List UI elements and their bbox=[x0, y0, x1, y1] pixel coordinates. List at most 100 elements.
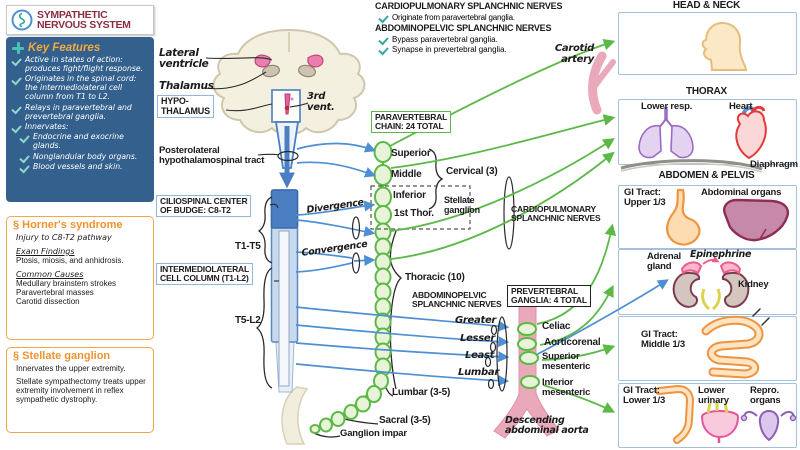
label-t5-l2: T5-L2 bbox=[235, 315, 261, 326]
hypothalamus-outline bbox=[271, 89, 301, 123]
spinal-cord-icon bbox=[270, 189, 299, 393]
label-adrenal-gland: Adrenal gland bbox=[647, 251, 681, 273]
horners-cause: Paravertebral masses bbox=[16, 287, 94, 297]
lateral-ventricle-icon bbox=[307, 54, 324, 68]
label-carotid-artery: Carotid artery bbox=[554, 43, 594, 65]
superior-mesenteric-ganglion-icon bbox=[519, 351, 539, 365]
abdo-nerves-point: Synapse in prevertebral ganglia. bbox=[378, 44, 507, 56]
horners-findings: Ptosis, miosis, and anhidrosis. bbox=[16, 255, 124, 265]
medical-cross-icon bbox=[12, 42, 24, 54]
label-cervical-count: Cervical (3) bbox=[446, 166, 498, 177]
cardio-nerves-point: Originate from paravertebral ganglia. bbox=[378, 12, 515, 24]
label-head-neck: HEAD & NECK bbox=[672, 0, 741, 11]
label-kidney: Kidney bbox=[738, 279, 769, 290]
label-inferior-ganglion: Inferior bbox=[393, 190, 426, 201]
label-first-thoracic-ganglion: 1st Thor. bbox=[394, 208, 434, 219]
brain-icon bbox=[212, 29, 366, 135]
check-icon bbox=[11, 55, 22, 67]
intermediolateral-column bbox=[278, 230, 290, 387]
label-diaphragm: Diaphragm bbox=[750, 159, 798, 170]
cardio-nerves-title: CARDIOPULMONARY SPLANCHNIC NERVES bbox=[375, 1, 563, 11]
label-thorax: THORAX bbox=[685, 86, 728, 97]
prevertebral-ganglia-icons bbox=[517, 322, 540, 389]
horners-cause: Carotid dissection bbox=[16, 296, 80, 306]
abdo-nerves-point: Bypass paravertebral ganglia. bbox=[378, 34, 498, 46]
label-lumbar-splanchnic: Lumbar bbox=[458, 367, 499, 378]
horners-syndrome-panel: §Horner's syndrome Injury to C8-T2 pathw… bbox=[6, 216, 154, 340]
key-features-panel: Key Features Active in states of action:… bbox=[6, 37, 154, 202]
section-mark-icon: § bbox=[13, 219, 20, 231]
label-lower-urinary: Lower urinary bbox=[698, 385, 729, 407]
third-ventricle-icon bbox=[284, 93, 291, 115]
section-mark-icon: § bbox=[13, 350, 20, 362]
horners-cause: Medullary brainstem strokes bbox=[16, 278, 117, 288]
label-ciliospinal-center: CILIOSPINAL CENTER OF BUDGE: C8-T2 bbox=[156, 195, 252, 217]
label-thalamus: Thalamus bbox=[159, 80, 214, 92]
label-third-ventricle: 3rd vent. bbox=[307, 91, 335, 113]
label-gi-middle: GI Tract: Middle 1/3 bbox=[641, 329, 685, 351]
brainstem-funnel bbox=[274, 121, 300, 169]
label-aorticorenal: Aorticorenal bbox=[544, 337, 601, 348]
label-abdominopelvic-nerves: ABDOMINOPELVIC SPLANCHNIC NERVES bbox=[412, 290, 502, 309]
label-repro-organs: Repro. organs bbox=[750, 385, 781, 407]
label-heart: Heart bbox=[729, 101, 753, 112]
abdo-nerves-title: ABDOMINOPELVIC SPLANCHNIC NERVES bbox=[375, 23, 552, 33]
check-icon bbox=[378, 12, 389, 24]
check-icon bbox=[19, 162, 30, 174]
label-t1-t5: T1-T5 bbox=[235, 241, 261, 252]
label-lower-resp: Lower resp. bbox=[641, 101, 693, 112]
head-neck-box bbox=[618, 12, 797, 75]
aorticorenal-ganglion-icon bbox=[517, 337, 537, 351]
nervous-system-logo-icon bbox=[11, 9, 33, 31]
label-abdominal-organs: Abdominal organs bbox=[701, 187, 782, 198]
thalamus-icon bbox=[262, 64, 280, 78]
key-feature-item: Relays in paravertebral and prevertebral… bbox=[11, 103, 148, 122]
label-cardiopulmonary-nerves: CARDIOPULMONARY SPLANCHNIC NERVES bbox=[511, 204, 601, 223]
label-intermediolateral-column: INTERMEDIOLATERAL CELL COLUMN (T1-L2) bbox=[156, 263, 253, 285]
thalamus-icon bbox=[298, 64, 316, 78]
key-features-heading: Key Features bbox=[12, 42, 148, 54]
label-superior-ganglion: Superior bbox=[391, 148, 431, 159]
label-thoracic-count: Thoracic (10) bbox=[405, 272, 465, 283]
blue-nerve-arrows bbox=[295, 142, 669, 387]
horners-heading: §Horner's syndrome bbox=[13, 219, 123, 231]
check-icon bbox=[19, 133, 30, 144]
label-descending-aorta: Descending abdominal aorta bbox=[505, 415, 589, 437]
label-ganglion-impar: Ganglion impar bbox=[340, 428, 407, 439]
horners-findings-label: Exam Findings bbox=[16, 247, 75, 256]
key-feature-subitem: Nonglandular body organs. bbox=[19, 152, 148, 164]
label-hypothalamospinal-tract: Posterolateral hypothalamospinal tract bbox=[159, 145, 265, 167]
key-feature-item: Originates in the spinal cord: the inter… bbox=[11, 74, 148, 102]
label-hypothalamus: HYPO- THALAMUS bbox=[157, 95, 214, 119]
label-middle-ganglion: Middle bbox=[391, 169, 422, 180]
label-inferior-mesenteric: Inferior mesenteric bbox=[542, 377, 591, 399]
t5-l2-brace bbox=[255, 267, 273, 389]
label-lesser-splanchnic: Lesser bbox=[460, 333, 495, 344]
label-stellate-ganglion: Stellate ganglion bbox=[444, 195, 480, 215]
label-least-splanchnic: Least bbox=[465, 350, 495, 361]
label-epinephrine: Epinephrine bbox=[690, 249, 752, 260]
horners-causes-label: Common Causes bbox=[16, 269, 84, 279]
label-gi-lower: GI Tract: Lower 1/3 bbox=[623, 385, 666, 407]
key-feature-subitem: Blood vessels and skin. bbox=[19, 162, 148, 174]
horners-intro: Injury to C8-T2 pathway bbox=[16, 233, 112, 243]
key-feature-subitem: Endocrine and exocrine glands. bbox=[19, 132, 148, 151]
label-prevertebral-ganglia: PREVERTEBRAL GANGLIA: 4 TOTAL bbox=[507, 285, 591, 307]
label-greater-splanchnic: Greater bbox=[455, 315, 497, 326]
label-paravertebral-chain: PARAVERTEBRAL CHAIN: 24 TOTAL bbox=[371, 111, 452, 133]
stellate-heading: §Stellate ganglion bbox=[13, 350, 111, 362]
title-card: SYMPATHETIC NERVOUS SYSTEM bbox=[6, 5, 154, 35]
carotid-artery-icon bbox=[588, 51, 616, 115]
app-title: SYMPATHETIC NERVOUS SYSTEM bbox=[37, 8, 131, 31]
divergence-arrow bbox=[295, 219, 376, 237]
celiac-ganglion-icon bbox=[517, 322, 537, 336]
sacrum-icon bbox=[281, 386, 309, 445]
label-sacral-count: Sacral (3-5) bbox=[379, 415, 431, 426]
thoracic-brace bbox=[389, 230, 403, 390]
t1-t5-brace bbox=[257, 196, 273, 264]
inferior-mesenteric-ganglion-icon bbox=[520, 375, 540, 389]
check-icon bbox=[378, 44, 389, 56]
check-icon bbox=[11, 74, 22, 86]
key-feature-item: Innervates: bbox=[11, 122, 148, 134]
